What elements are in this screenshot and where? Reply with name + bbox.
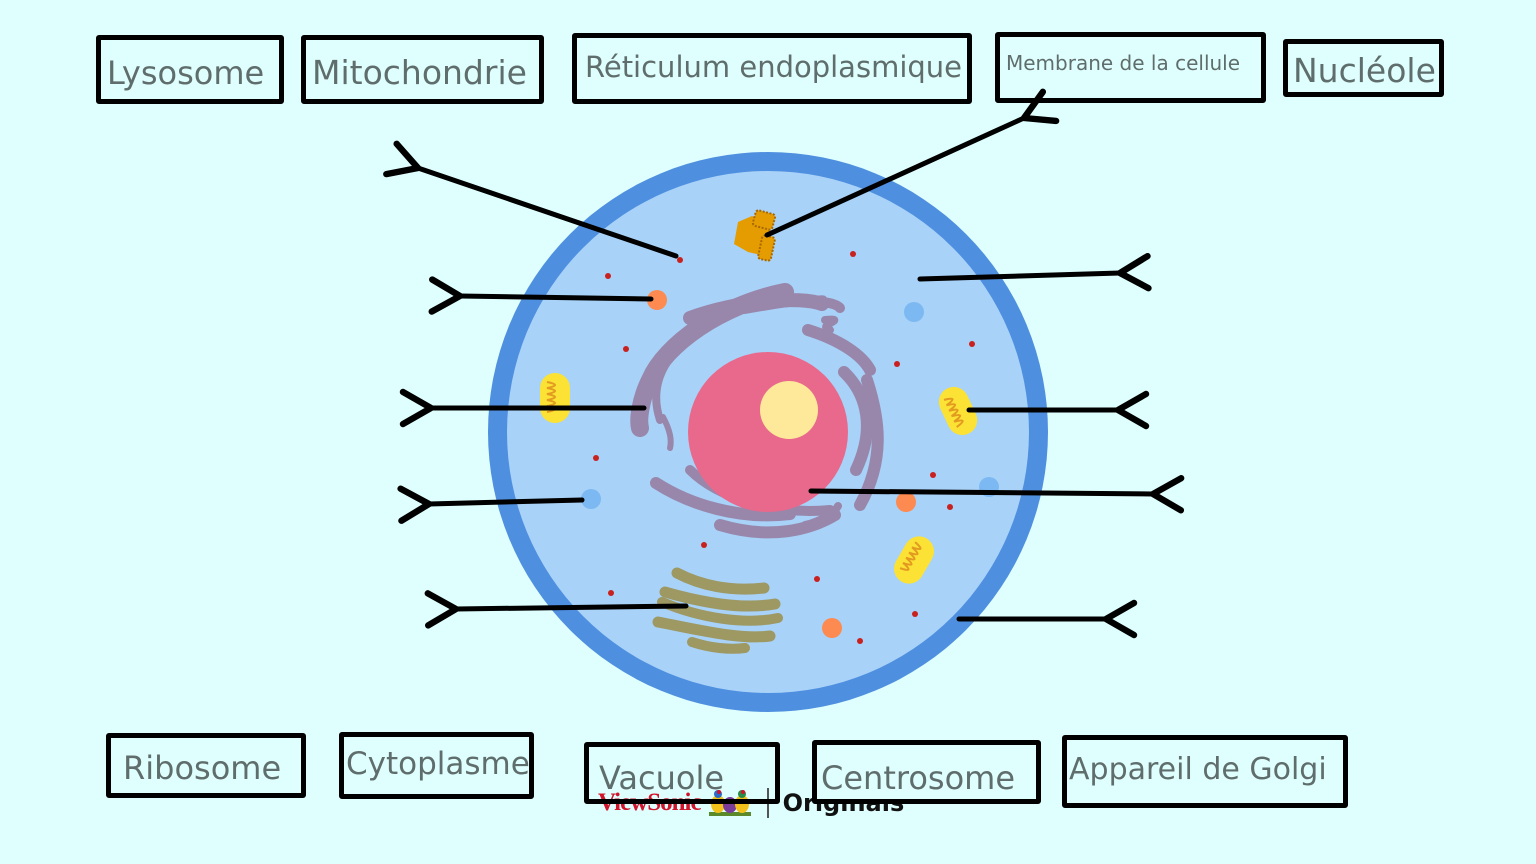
nucleus	[688, 352, 848, 512]
arrow-to-ribosome	[383, 140, 679, 259]
label-reticulum-endoplasmique[interactable]: Réticulum endoplasmique	[572, 33, 972, 104]
mitochondrion	[938, 386, 978, 436]
lysosome	[896, 492, 916, 512]
vacuole	[581, 489, 601, 509]
centrosome	[734, 209, 777, 262]
label-nucleole[interactable]: Nucléole	[1283, 39, 1444, 97]
arrow-to-nucleus	[808, 475, 1185, 514]
vacuole	[904, 302, 924, 322]
label-mitochondrie[interactable]: Mitochondrie	[301, 35, 544, 104]
mitochondrion	[894, 536, 934, 584]
lysosome	[647, 290, 667, 310]
label-centrosome[interactable]: Centrosome	[812, 740, 1041, 804]
golgi-apparatus	[652, 567, 783, 654]
mitochondrion	[540, 373, 570, 423]
label-appareil-golgi[interactable]: Appareil de Golgi	[1062, 735, 1348, 808]
label-lysosome[interactable]: Lysosome	[96, 35, 284, 104]
lysosome	[822, 618, 842, 638]
nucleolus	[760, 381, 818, 439]
ribosomes	[593, 251, 975, 644]
label-ribosome[interactable]: Ribosome	[106, 733, 306, 798]
arrow-to-vacuole	[397, 485, 585, 524]
endoplasmic-reticulum	[630, 283, 884, 539]
arrow-to-golgi	[424, 590, 689, 629]
arrow-to-cytoplasm	[917, 252, 1152, 292]
label-cytoplasme[interactable]: Cytoplasme	[339, 732, 534, 799]
arrow-to-centrosome	[764, 88, 1060, 238]
arrow-to-lysosome	[428, 276, 654, 315]
label-vacuole[interactable]: Vacuole	[584, 742, 780, 804]
